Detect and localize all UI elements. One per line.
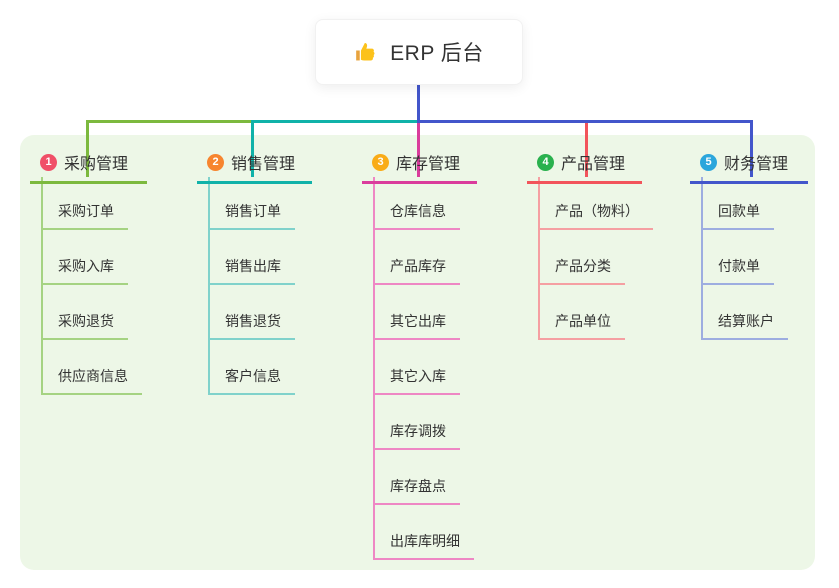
- branch-node-5[interactable]: 5 财务管理: [690, 150, 808, 184]
- leaf-label: 供应商信息: [58, 368, 128, 384]
- branch-label: 财务管理: [724, 156, 789, 173]
- leaf-label: 产品单位: [555, 313, 611, 329]
- leaf-node[interactable]: 产品分类: [538, 257, 625, 285]
- leaf-node[interactable]: 其它出库: [373, 312, 460, 340]
- subtree-line-2: [208, 177, 210, 395]
- leaf-node[interactable]: 结算账户: [701, 312, 788, 340]
- leaf-label: 采购订单: [58, 203, 114, 219]
- branch-label: 产品管理: [561, 156, 626, 173]
- leaf-node[interactable]: 付款单: [701, 257, 774, 285]
- leaf-node[interactable]: 采购入库: [41, 257, 128, 285]
- branch-badge-5: 5: [700, 153, 717, 171]
- leaf-node[interactable]: 采购订单: [41, 202, 128, 230]
- leaf-label: 销售出库: [225, 258, 281, 274]
- connector-drop-4: [585, 120, 588, 177]
- leaf-label: 销售退货: [225, 313, 281, 329]
- leaf-label: 回款单: [718, 203, 760, 219]
- mindmap-background-panel: [20, 135, 815, 570]
- thumbs-up-icon: [356, 43, 375, 61]
- connector-bus-2: [251, 120, 420, 123]
- leaf-node[interactable]: 采购退货: [41, 312, 128, 340]
- branch-label: 库存管理: [396, 156, 461, 173]
- root-connector: [417, 85, 420, 123]
- leaf-label: 客户信息: [225, 368, 281, 384]
- leaf-label: 销售订单: [225, 203, 281, 219]
- leaf-label: 采购退货: [58, 313, 114, 329]
- leaf-node[interactable]: 供应商信息: [41, 367, 142, 395]
- subtree-line-1: [41, 177, 43, 395]
- leaf-node[interactable]: 产品单位: [538, 312, 625, 340]
- leaf-label: 产品（物料）: [555, 203, 639, 219]
- leaf-label: 付款单: [718, 258, 760, 274]
- leaf-node[interactable]: 库存调拨: [373, 422, 460, 450]
- leaf-label: 采购入库: [58, 258, 114, 274]
- leaf-label: 结算账户: [718, 313, 774, 329]
- subtree-line-4: [538, 177, 540, 340]
- leaf-node[interactable]: 其它入库: [373, 367, 460, 395]
- root-title: ERP 后台: [390, 42, 484, 65]
- branch-node-4[interactable]: 4 产品管理: [527, 150, 642, 184]
- leaf-node[interactable]: 库存盘点: [373, 477, 460, 505]
- branch-badge-1: 1: [40, 153, 57, 171]
- branch-label: 采购管理: [64, 156, 129, 173]
- leaf-node[interactable]: 产品（物料）: [538, 202, 653, 230]
- branch-label: 销售管理: [231, 156, 296, 173]
- branch-node-2[interactable]: 2 销售管理: [197, 150, 312, 184]
- branch-node-3[interactable]: 3 库存管理: [362, 150, 477, 184]
- leaf-label: 库存盘点: [390, 478, 446, 494]
- connector-drop-1: [86, 120, 89, 177]
- leaf-node[interactable]: 销售订单: [208, 202, 295, 230]
- connector-drop-5: [750, 120, 753, 177]
- leaf-node[interactable]: 销售出库: [208, 257, 295, 285]
- leaf-label: 库存调拨: [390, 423, 446, 439]
- root-node[interactable]: ERP 后台: [315, 19, 523, 85]
- leaf-label: 其它入库: [390, 368, 446, 384]
- branch-badge-2: 2: [207, 153, 224, 171]
- branch-badge-3: 3: [372, 153, 389, 171]
- leaf-node[interactable]: 产品库存: [373, 257, 460, 285]
- leaf-label: 仓库信息: [390, 203, 446, 219]
- subtree-line-5: [701, 177, 703, 340]
- connector-drop-3: [417, 120, 420, 177]
- leaf-label: 产品库存: [390, 258, 446, 274]
- branch-node-1[interactable]: 1 采购管理: [30, 150, 147, 184]
- leaf-label: 出库库明细: [390, 533, 460, 549]
- leaf-node[interactable]: 出库库明细: [373, 532, 474, 560]
- leaf-label: 产品分类: [555, 258, 611, 274]
- leaf-node[interactable]: 回款单: [701, 202, 774, 230]
- leaf-label: 其它出库: [390, 313, 446, 329]
- leaf-node[interactable]: 仓库信息: [373, 202, 460, 230]
- subtree-line-3: [373, 177, 375, 560]
- leaf-node[interactable]: 客户信息: [208, 367, 295, 395]
- leaf-node[interactable]: 销售退货: [208, 312, 295, 340]
- branch-badge-4: 4: [537, 153, 554, 171]
- connector-bus-5: [417, 120, 753, 123]
- connector-drop-2: [251, 120, 254, 177]
